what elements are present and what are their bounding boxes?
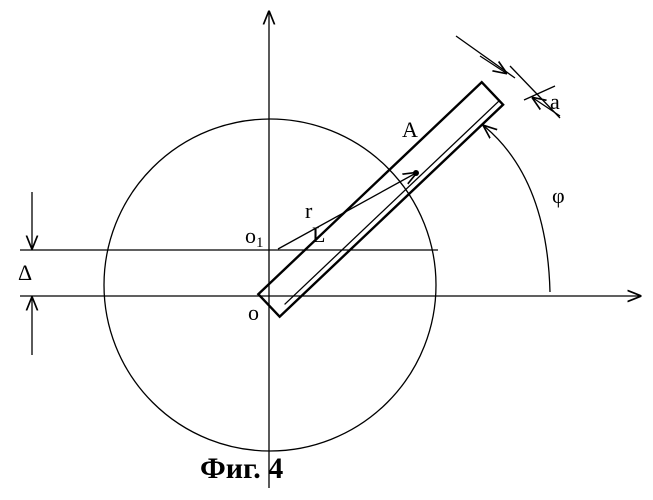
figure-caption: Фиг. 4 [200,452,283,485]
label-o1-sub: 1 [256,235,264,251]
width-extension-1 [456,36,515,78]
contact-point [413,170,419,176]
width-arrow [480,56,506,73]
label-a-point: A [402,117,418,142]
rod [258,82,503,316]
label-width: a [550,89,560,114]
label-origin: o [248,300,259,325]
label-o1: o1 [245,223,264,251]
label-o1-main: o [245,223,256,248]
rotor-circle [104,119,436,451]
label-l: L [312,222,325,247]
label-r: r [305,198,313,223]
angle-arc [484,126,550,292]
label-phi: φ [552,183,565,208]
label-delta: Δ [18,260,32,285]
radius-line [278,173,416,249]
